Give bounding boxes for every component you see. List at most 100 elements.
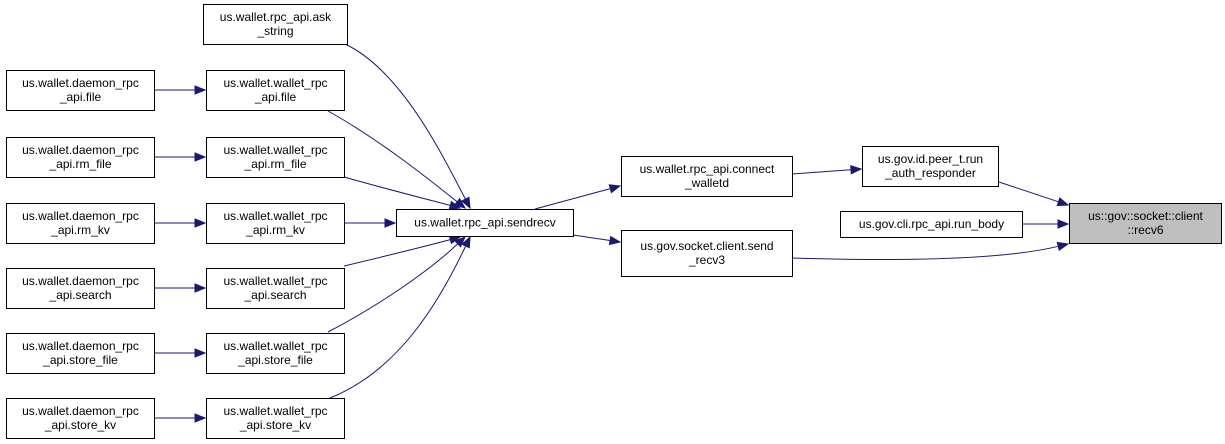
arrowhead-icon xyxy=(194,85,207,95)
edge-sendrecv-to-send_recv3 xyxy=(572,234,622,246)
node-w-store-file[interactable]: us.wallet.wallet_rpc_api.store_file xyxy=(206,333,345,374)
node-label-line: us.wallet.wallet_rpc xyxy=(223,274,327,288)
node-label-line: _api.store_kv xyxy=(44,418,116,432)
node-box xyxy=(6,268,155,309)
arrowhead-icon xyxy=(384,218,397,228)
node-d-search[interactable]: us.wallet.daemon_rpc_api.search xyxy=(6,268,155,309)
nodes-layer: us::gov::socket::client::recv6 us.gov.id.… xyxy=(6,4,1222,439)
node-box xyxy=(1069,203,1222,244)
node-box xyxy=(6,70,155,111)
node-box xyxy=(862,146,999,187)
edge-sendrecv-to-connect_walletd xyxy=(534,184,622,210)
arrowhead-icon xyxy=(850,164,863,175)
node-label-line: us.wallet.wallet_rpc xyxy=(223,209,327,223)
edge-line xyxy=(343,239,451,267)
node-label-line: _auth_responder xyxy=(884,166,976,180)
node-box xyxy=(6,398,155,439)
edge-w_store_file-to-sendrecv xyxy=(327,236,466,333)
edge-send_recv3-to-recv6 xyxy=(791,241,1070,260)
arrowhead-icon xyxy=(608,184,622,194)
node-box xyxy=(203,4,348,45)
node-w-store-kv[interactable]: us.wallet.wallet_rpc_api.store_kv xyxy=(206,398,345,439)
node-label-line: _api.rm_file xyxy=(243,157,306,171)
node-label-line: us.wallet.rpc_api.ask xyxy=(220,10,332,24)
arrowhead-icon xyxy=(448,200,462,210)
arrowhead-icon xyxy=(194,348,207,358)
edge-d_store_kv-to-w_store_kv xyxy=(154,413,207,423)
edge-d_rm_file-to-w_rm_file xyxy=(154,152,207,162)
edge-d_file-to-w_file xyxy=(154,85,207,95)
node-label-line: us.gov.id.peer_t.run xyxy=(878,152,983,166)
node-box xyxy=(206,398,345,439)
node-label-line: _walletd xyxy=(684,176,729,190)
node-w-file[interactable]: us.wallet.wallet_rpc_api.file xyxy=(206,70,345,111)
arrowhead-icon xyxy=(1056,241,1070,252)
arrowhead-icon xyxy=(1057,219,1070,229)
node-box xyxy=(206,137,345,178)
node-label-line: _api.store_file xyxy=(237,353,313,367)
node-run-auth-responder[interactable]: us.gov.id.peer_t.run_auth_responder xyxy=(862,146,999,187)
edge-line xyxy=(534,188,611,210)
node-box xyxy=(206,70,345,111)
node-box xyxy=(206,333,345,374)
edge-ask_string-to-sendrecv xyxy=(344,43,471,210)
arrowhead-icon xyxy=(194,218,207,228)
node-label-line: us.wallet.wallet_rpc xyxy=(223,143,327,157)
edge-line xyxy=(344,43,466,200)
node-label-line: us.wallet.wallet_rpc xyxy=(223,76,327,90)
node-label-line: us.wallet.wallet_rpc xyxy=(223,339,327,353)
node-label-line: us.wallet.daemon_rpc xyxy=(22,209,139,223)
edge-line xyxy=(791,169,852,175)
edge-line xyxy=(572,234,611,241)
node-label-line: _api.rm_file xyxy=(48,157,111,171)
node-box xyxy=(6,333,155,374)
node-ask-string[interactable]: us.wallet.rpc_api.ask_string xyxy=(203,4,348,45)
edge-d_rm_kv-to-w_rm_kv xyxy=(154,218,207,228)
node-label-line: _api.search xyxy=(243,288,306,302)
node-label-line: ::recv6 xyxy=(1127,223,1163,237)
node-label-line: _api.file xyxy=(59,90,102,104)
node-d-store-kv[interactable]: us.wallet.daemon_rpc_api.store_kv xyxy=(6,398,155,439)
node-label-line: us.wallet.daemon_rpc xyxy=(22,76,139,90)
node-label-line: _string xyxy=(256,24,293,38)
node-w-search[interactable]: us.wallet.wallet_rpc_api.search xyxy=(206,268,345,309)
node-label-line: _api.rm_kv xyxy=(245,223,305,237)
edge-w_rm_kv-to-sendrecv xyxy=(344,218,397,228)
node-box xyxy=(6,203,155,244)
arrowhead-icon xyxy=(461,235,471,249)
node-d-file[interactable]: us.wallet.daemon_rpc_api.file xyxy=(6,70,155,111)
node-d-rm-file[interactable]: us.wallet.daemon_rpc_api.rm_file xyxy=(6,137,155,178)
node-label-line: _recv3 xyxy=(688,253,725,267)
node-connect-walletd[interactable]: us.wallet.rpc_api.connect_walletd xyxy=(621,156,793,197)
edge-run_body-to-recv6 xyxy=(1022,219,1070,229)
arrowhead-icon xyxy=(194,283,207,293)
edge-w_search-to-sendrecv xyxy=(343,235,462,267)
edges-layer xyxy=(154,43,1070,423)
node-label-line: _api.store_file xyxy=(42,353,118,367)
edge-d_search-to-w_search xyxy=(154,283,207,293)
node-sendrecv[interactable]: us.wallet.rpc_api.sendrecv xyxy=(396,209,574,237)
arrowhead-icon xyxy=(1056,197,1070,207)
edge-w_rm_file-to-sendrecv xyxy=(343,176,462,210)
node-recv6[interactable]: us::gov::socket::client::recv6 xyxy=(1069,203,1222,244)
node-label-line: us.wallet.rpc_api.sendrecv xyxy=(414,216,555,230)
node-send-recv3[interactable]: us.gov.socket.client.send_recv3 xyxy=(621,230,793,277)
node-w-rm-file[interactable]: us.wallet.wallet_rpc_api.rm_file xyxy=(206,137,345,178)
arrowhead-icon xyxy=(194,413,207,423)
node-label-line: _api.file xyxy=(254,90,297,104)
node-label-line: us.wallet.wallet_rpc xyxy=(223,404,327,418)
node-label-line: _api.rm_kv xyxy=(50,223,110,237)
arrowhead-icon xyxy=(461,196,471,210)
node-w-rm-kv[interactable]: us.wallet.wallet_rpc_api.rm_kv xyxy=(206,203,345,244)
edge-w_store_kv-to-sendrecv xyxy=(329,235,471,399)
node-label-line: us::gov::socket::client xyxy=(1088,209,1203,223)
edge-line xyxy=(327,110,458,203)
node-label-line: us.wallet.rpc_api.connect xyxy=(640,162,775,176)
node-box xyxy=(396,209,574,237)
node-box xyxy=(840,211,1023,238)
node-box xyxy=(621,230,793,277)
node-d-store-file[interactable]: us.wallet.daemon_rpc_api.store_file xyxy=(6,333,155,374)
node-run-body[interactable]: us.gov.cli.rpc_api.run_body xyxy=(840,211,1023,238)
node-d-rm-kv[interactable]: us.wallet.daemon_rpc_api.rm_kv xyxy=(6,203,155,244)
